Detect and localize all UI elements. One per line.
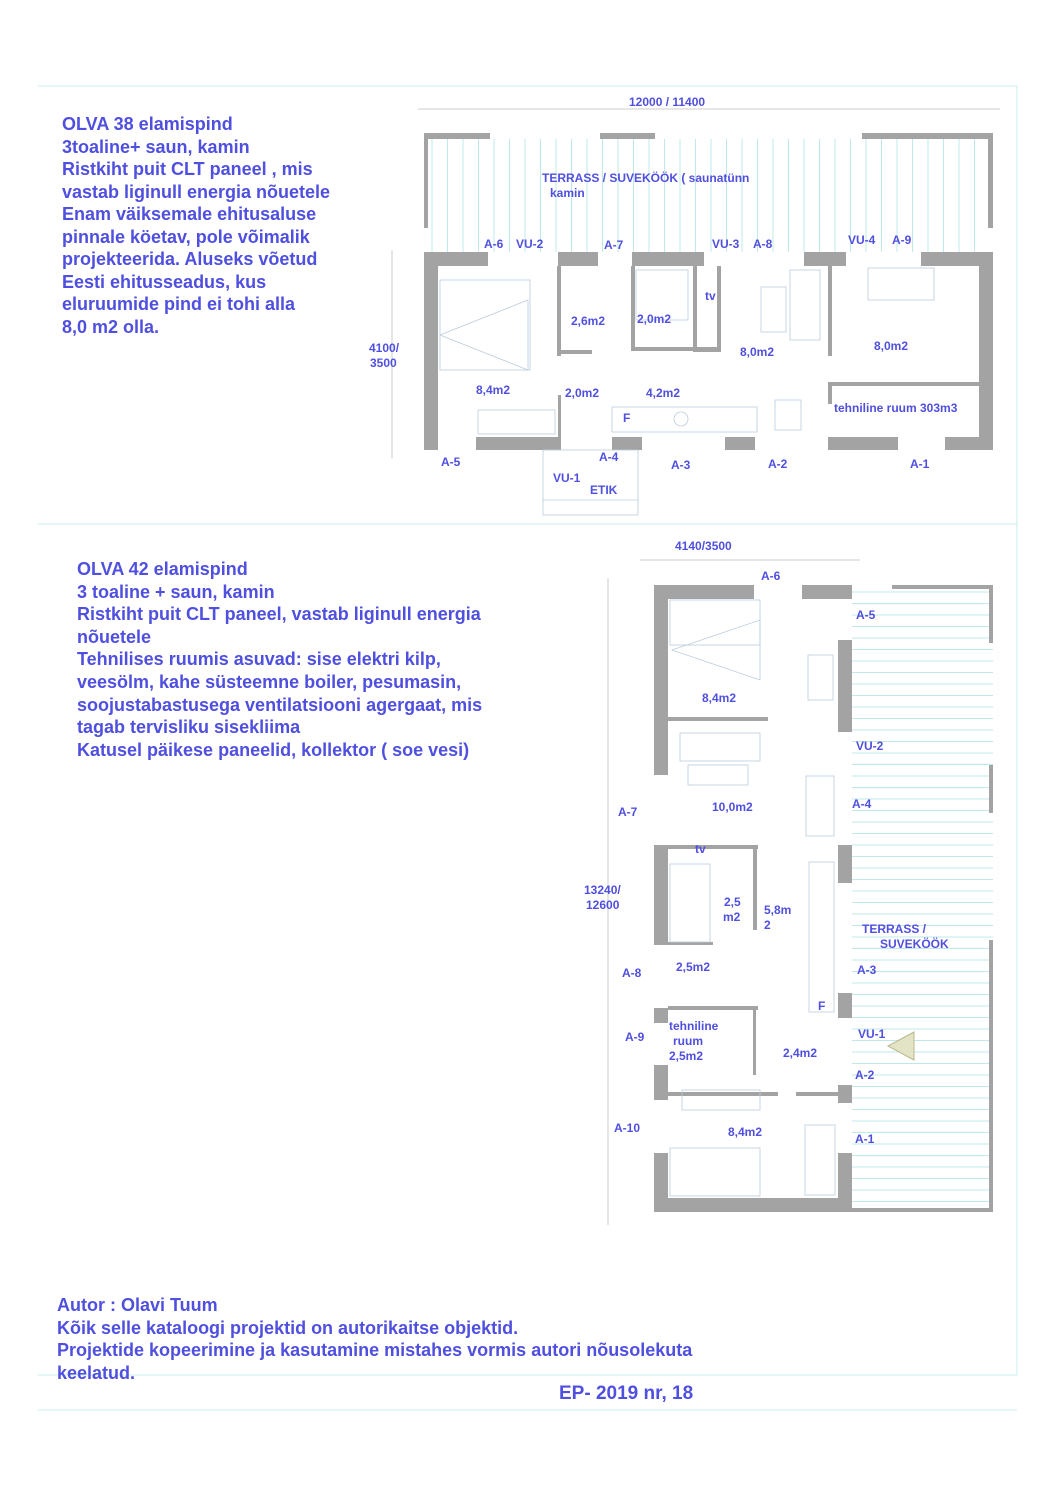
page-reference: EP- 2019 nr, 18: [559, 1383, 694, 1404]
plan-label: A-5: [856, 608, 876, 622]
plan-label: A-2: [768, 457, 788, 471]
plan-label: 5,8m: [764, 903, 792, 917]
description-line: vastab liginull energia nõuetele: [62, 181, 331, 202]
plan-label: 13240/: [584, 883, 621, 897]
plan-label: tv: [695, 842, 706, 856]
description-line: nõuetele: [77, 626, 152, 647]
description-line: Eesti ehitusseadus, kus: [62, 271, 267, 292]
plan-label: VU-2: [516, 237, 544, 251]
plan-label: 2,5m2: [676, 960, 711, 974]
plan-label: SUVEKÖÖK: [880, 937, 949, 951]
plan-label: TERRASS / SUVEKÖÖK ( saunatünn: [542, 171, 750, 185]
plan-label: kamin: [550, 186, 585, 200]
plan-label: A-3: [671, 458, 691, 472]
plan-label: F: [623, 411, 631, 425]
footer-line: keelatud.: [57, 1362, 136, 1383]
plan-label: A-4: [852, 797, 872, 811]
plan2-drawing: [607, 559, 993, 1225]
plan-label: F: [818, 999, 826, 1013]
plan-label: 8,0m2: [874, 339, 909, 353]
plan-label: A-2: [855, 1068, 875, 1082]
plan-label: 2,5: [724, 895, 741, 909]
description-line: 3 toaline + saun, kamin: [77, 581, 275, 602]
plan-label: VU-3: [712, 237, 740, 251]
plan-label: ETIK: [590, 483, 618, 497]
plan-label: A-1: [910, 457, 930, 471]
plan-label: VU-1: [553, 471, 581, 485]
plan-label: tehniline ruum 303m3: [834, 401, 958, 415]
plan-label: 4100/: [369, 341, 400, 355]
plan-label: A-10: [614, 1121, 641, 1135]
plan-label: m2: [723, 910, 741, 924]
description-line: Ristkiht puit CLT paneel , mis: [62, 159, 313, 179]
plan-label: 8,4m2: [476, 383, 511, 397]
description-line: eluruumide pind ei tohi alla: [62, 294, 296, 314]
plan-label: 2,5m2: [669, 1049, 704, 1063]
plan-label: A-3: [857, 963, 877, 977]
plan-label: tehniline: [669, 1019, 719, 1033]
plan-label: 8,4m2: [702, 691, 737, 705]
plan-label: 2,6m2: [571, 314, 606, 328]
description-line: veesölm, kahe süsteemne boiler, pesumasi…: [77, 672, 462, 692]
plan1-drawing: [391, 108, 1000, 516]
description-line: tagab tervisliku sisekliima: [77, 717, 301, 738]
description-line: Katusel päikese paneelid, kollektor ( so…: [77, 739, 470, 760]
plan-label: 2,0m2: [637, 312, 672, 326]
description-line: 8,0 m2 olla.: [62, 316, 160, 337]
plan-label: 2: [764, 918, 771, 932]
plan-label: A-8: [622, 966, 642, 980]
plan-label: A-4: [599, 450, 619, 464]
plan-label: 12600: [586, 898, 620, 912]
plan-label: 4,2m2: [646, 386, 681, 400]
plan-label: A-9: [892, 233, 912, 247]
plan-label: A-6: [484, 237, 504, 251]
plan-label: 8,4m2: [728, 1125, 763, 1139]
description-line: OLVA 38 elamispind: [62, 114, 233, 134]
plan-label: 3500: [370, 356, 397, 370]
plan-label: 8,0m2: [740, 345, 775, 359]
plan-label: TERRASS /: [862, 922, 927, 936]
description-line: Tehnilises ruumis asuvad: sise elektri k…: [77, 649, 441, 670]
plan-label: tv: [705, 289, 716, 303]
plan-label: 4140/3500: [675, 539, 732, 553]
plan-label: 12000 / 11400: [629, 95, 706, 109]
footer-line: Projektide kopeerimine ja kasutamine mis…: [57, 1340, 693, 1361]
plan-label: 2,0m2: [565, 386, 600, 400]
description-line: Enam väiksemale ehitusaluse: [62, 204, 317, 224]
plan-label: A-6: [761, 569, 781, 583]
footer-line: Kõik selle kataloogi projektid on autori…: [57, 1317, 519, 1338]
footer-line: Autor : Olavi Tuum: [57, 1295, 218, 1315]
plan-label: A-1: [855, 1132, 875, 1146]
description-line: projekteerida. Aluseks võetud: [62, 249, 318, 269]
description-line: Ristkiht puit CLT paneel, vastab liginul…: [77, 604, 481, 625]
plan-label: ruum: [673, 1034, 703, 1048]
plan-label: 2,4m2: [783, 1046, 818, 1060]
page-frame: [38, 85, 1018, 1411]
plan-label: A-5: [441, 455, 461, 469]
plan-label: A-9: [625, 1030, 645, 1044]
plan-label: A-8: [753, 237, 773, 251]
plan-label: VU-2: [856, 739, 884, 753]
plan-label: 10,0m2: [712, 800, 753, 814]
plan-label: A-7: [618, 805, 638, 819]
description-line: soojustabastusega ventilatsiooni agergaa…: [77, 694, 483, 715]
description-line: OLVA 42 elamispind: [77, 559, 248, 579]
description-line: 3toaline+ saun, kamin: [62, 136, 250, 157]
plan-label: VU-1: [858, 1027, 886, 1041]
description-line: pinnale köetav, pole võimalik: [62, 226, 310, 247]
plan-label: VU-4: [848, 233, 876, 247]
plan-label: A-7: [604, 238, 624, 252]
